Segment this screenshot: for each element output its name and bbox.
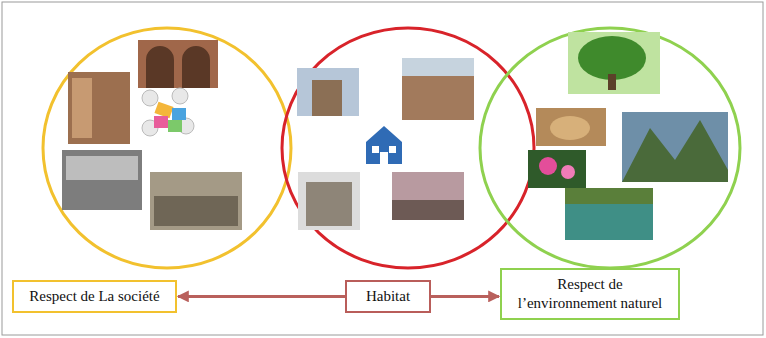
photo-detail	[312, 80, 342, 116]
photo	[150, 172, 242, 230]
photo-detail	[154, 196, 238, 226]
tree-crown	[578, 36, 646, 80]
photo-detail	[539, 157, 557, 175]
photo-detail	[146, 46, 210, 88]
house-icon	[366, 126, 402, 164]
photo-detail	[565, 188, 653, 204]
photo	[536, 108, 606, 146]
photo	[568, 32, 660, 94]
box-label: Respect de La société	[24, 287, 165, 306]
arrow-connector	[178, 295, 345, 298]
environment-circle	[480, 28, 740, 268]
photo-detail	[622, 120, 728, 182]
society-box: Respect de La société	[12, 280, 177, 313]
environment-box: Respect de l’environnement naturel	[500, 268, 680, 320]
photo-detail	[306, 182, 352, 226]
photo-detail	[402, 58, 474, 76]
photo-detail	[66, 156, 138, 180]
photo	[392, 172, 464, 220]
arrow-connector	[431, 295, 499, 298]
photo	[297, 68, 359, 116]
photo-detail	[72, 78, 92, 138]
tree-trunk	[608, 74, 616, 90]
society-circle	[43, 28, 291, 268]
habitat-box: Habitat	[345, 280, 431, 313]
photo	[622, 112, 728, 182]
photo	[68, 72, 130, 144]
photo	[62, 150, 142, 210]
box-label: Habitat	[357, 287, 419, 306]
photo-detail	[561, 165, 575, 179]
habitat-circle	[282, 28, 534, 268]
photo	[565, 188, 653, 240]
photo	[138, 40, 218, 88]
photo-detail	[550, 116, 590, 140]
photo-detail	[392, 200, 464, 220]
photo	[298, 172, 360, 230]
photo	[528, 150, 586, 188]
people-icon	[142, 88, 194, 136]
photo	[402, 58, 474, 120]
outer-frame	[2, 2, 763, 335]
box-label: Respect de l’environnement naturel	[512, 275, 668, 313]
